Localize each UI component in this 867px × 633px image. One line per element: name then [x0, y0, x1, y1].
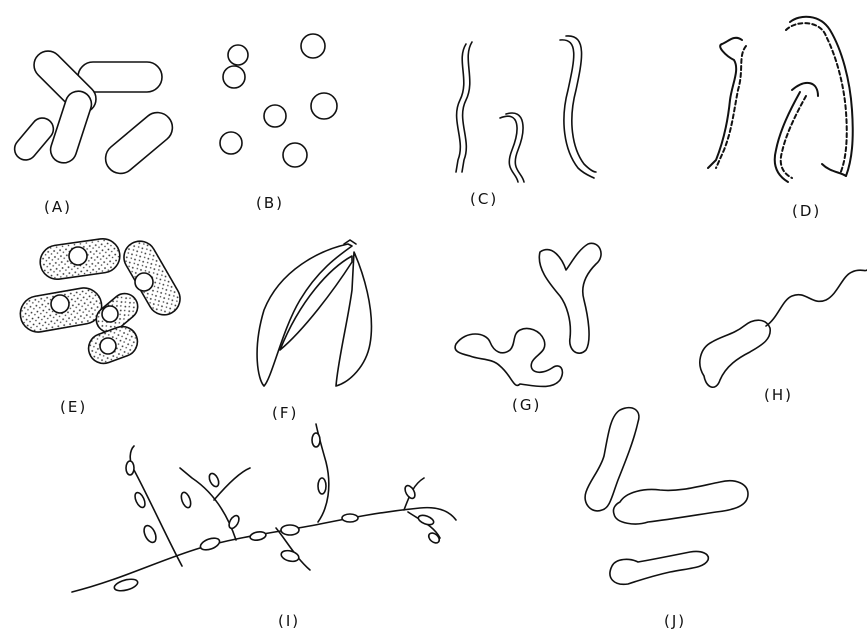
- panel-h-flagellated: [700, 270, 867, 387]
- panel-a-rods: [10, 45, 178, 179]
- label-j: (J): [664, 612, 686, 630]
- label-c: (C): [470, 190, 498, 208]
- panel-b-cocci: [220, 34, 337, 167]
- panel-i-mycelium: [72, 424, 456, 593]
- label-e: (E): [60, 398, 87, 416]
- panel-g-branching: [455, 243, 601, 386]
- panel-e-spore-rods: [17, 235, 185, 367]
- rod-cell: [99, 106, 178, 179]
- label-d: (D): [792, 202, 821, 220]
- panel-c-spirilla: [456, 36, 596, 182]
- rod-cell: [47, 88, 95, 166]
- rod-cell: [10, 114, 58, 165]
- label-g: (G): [512, 396, 541, 414]
- label-b: (B): [256, 194, 284, 212]
- label-h: (H): [764, 386, 793, 404]
- panel-f-fusiform: [257, 240, 371, 386]
- label-i: (I): [278, 612, 300, 630]
- label-a: (A): [44, 198, 72, 216]
- label-f: (F): [272, 404, 298, 422]
- panel-j-club-rods: [585, 408, 748, 585]
- panel-d-spirochetes: [708, 17, 853, 182]
